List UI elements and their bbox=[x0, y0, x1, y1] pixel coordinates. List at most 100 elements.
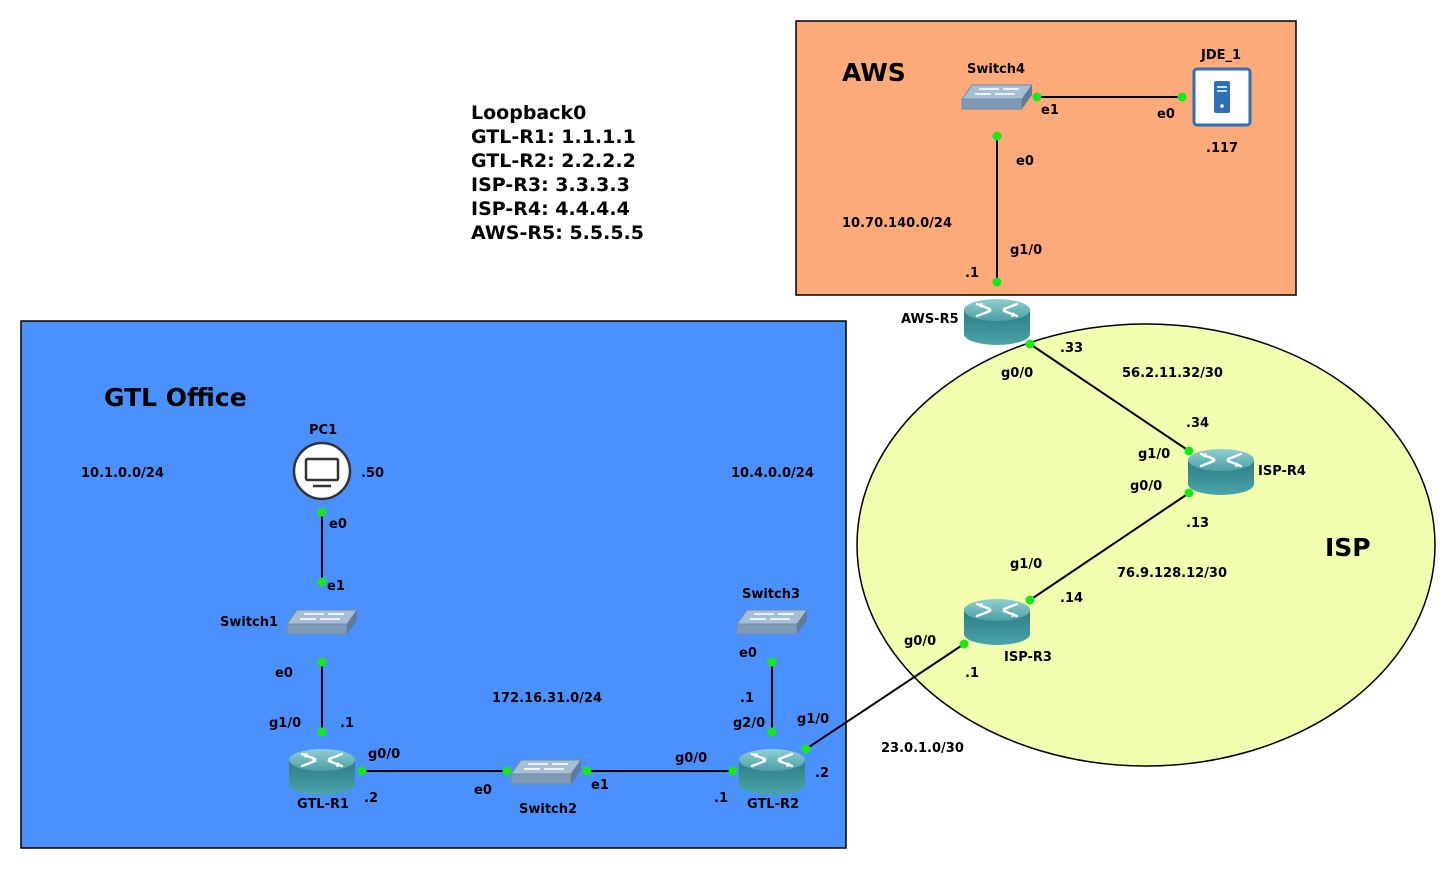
aws-r5-name: AWS-R5 bbox=[901, 312, 959, 327]
subnet-label: 10.4.0.0/24 bbox=[731, 466, 814, 481]
port-dot bbox=[317, 507, 327, 517]
interface-label: e1 bbox=[327, 579, 345, 594]
gtl-office-zone bbox=[20, 320, 847, 849]
port-dot bbox=[959, 639, 969, 649]
port-dot bbox=[317, 657, 327, 667]
address-label: .13 bbox=[1186, 516, 1209, 531]
address-label: .1 bbox=[714, 791, 728, 806]
port-dot bbox=[1184, 446, 1194, 456]
loopback-title: Loopback0 bbox=[471, 102, 586, 124]
loopback-line: ISP-R3: 3.3.3.3 bbox=[471, 174, 630, 196]
interface-label: e0 bbox=[275, 666, 293, 681]
port-dot bbox=[801, 744, 811, 754]
port-dot bbox=[728, 766, 738, 776]
loopback-line: GTL-R2: 2.2.2.2 bbox=[471, 150, 636, 172]
interface-label: e0 bbox=[1016, 154, 1034, 169]
address-label: .1 bbox=[340, 716, 354, 731]
switch4-switch-icon[interactable] bbox=[961, 84, 1033, 110]
jde-1-server-icon[interactable] bbox=[1192, 67, 1252, 127]
interface-label: g1/0 bbox=[1010, 243, 1042, 258]
switch1-switch-icon[interactable] bbox=[286, 609, 358, 635]
isp-zone bbox=[856, 323, 1436, 767]
port-dot bbox=[767, 727, 777, 737]
port-dots bbox=[317, 92, 1194, 776]
subnet-label: 56.2.11.32/30 bbox=[1122, 366, 1223, 381]
subnet-label: 172.16.31.0/24 bbox=[492, 691, 602, 706]
switch3-switch-icon[interactable] bbox=[736, 609, 808, 635]
link-isp-r4-aws-r5 bbox=[1029, 343, 1190, 452]
port-dot bbox=[767, 657, 777, 667]
loopback-legend: Loopback0 GTL-R1: 1.1.1.1 GTL-R2: 2.2.2.… bbox=[471, 102, 644, 244]
switch2-name: Switch2 bbox=[519, 802, 577, 817]
aws-r5-router-icon[interactable] bbox=[962, 297, 1032, 347]
interface-label: e0 bbox=[1157, 107, 1175, 122]
gtl-office-zone-label: GTL Office bbox=[104, 383, 247, 412]
interface-label: g0/0 bbox=[675, 751, 707, 766]
loopback-line: GTL-R1: 1.1.1.1 bbox=[471, 126, 636, 148]
address-label: .2 bbox=[364, 791, 378, 806]
isp-zone-label: ISP bbox=[1325, 533, 1371, 562]
port-dot bbox=[582, 766, 592, 776]
port-dot bbox=[1177, 92, 1187, 102]
address-label: .1 bbox=[965, 666, 979, 681]
address-label: .117 bbox=[1206, 141, 1238, 156]
gtl-r2-router-icon[interactable] bbox=[737, 747, 807, 797]
interface-label: g0/0 bbox=[1130, 479, 1162, 494]
interface-label: e0 bbox=[474, 783, 492, 798]
pc1-monitor-icon[interactable] bbox=[292, 441, 352, 501]
interface-label: g1/0 bbox=[269, 716, 301, 731]
port-dot bbox=[1025, 339, 1035, 349]
loopback-line: AWS-R5: 5.5.5.5 bbox=[471, 222, 644, 244]
interface-label: e1 bbox=[1041, 103, 1059, 118]
address-label: .1 bbox=[965, 266, 979, 281]
interface-label: g0/0 bbox=[904, 634, 936, 649]
interface-label: g1/0 bbox=[1138, 447, 1170, 462]
link-gtl-r2-isp-r3 bbox=[805, 643, 965, 750]
aws-zone-label: AWS bbox=[842, 58, 906, 87]
port-dot bbox=[357, 766, 367, 776]
isp-r3-router-icon[interactable] bbox=[962, 597, 1032, 647]
interface-label: e0 bbox=[329, 517, 347, 532]
isp-r3-name: ISP-R3 bbox=[1004, 650, 1052, 665]
interface-label: e1 bbox=[591, 778, 609, 793]
gtl-r2-name: GTL-R2 bbox=[747, 797, 799, 812]
pc1-name: PC1 bbox=[309, 423, 337, 438]
address-label: .50 bbox=[361, 466, 384, 481]
address-label: .2 bbox=[815, 766, 829, 781]
switch3-name: Switch3 bbox=[742, 587, 800, 602]
subnet-label: 10.1.0.0/24 bbox=[81, 466, 164, 481]
interface-label: e0 bbox=[739, 646, 757, 661]
interface-label: g2/0 bbox=[733, 716, 765, 731]
interface-label: g1/0 bbox=[797, 712, 829, 727]
switch4-name: Switch4 bbox=[967, 62, 1025, 77]
port-dot bbox=[992, 277, 1002, 287]
port-dot bbox=[992, 131, 1002, 141]
interface-label: g0/0 bbox=[368, 747, 400, 762]
interface-label: g0/0 bbox=[1001, 366, 1033, 381]
switch2-switch-icon[interactable] bbox=[510, 759, 582, 785]
port-dot bbox=[502, 766, 512, 776]
port-dot bbox=[317, 577, 327, 587]
port-dot bbox=[317, 727, 327, 737]
port-dot bbox=[1025, 595, 1035, 605]
switch1-name: Switch1 bbox=[220, 615, 278, 630]
links bbox=[321, 96, 1190, 772]
subnet-label: 23.0.1.0/30 bbox=[881, 741, 964, 756]
port-dot bbox=[1032, 92, 1042, 102]
subnet-label: 10.70.140.0/24 bbox=[842, 216, 952, 231]
address-label: .1 bbox=[740, 691, 754, 706]
gtl-r1-name: GTL-R1 bbox=[297, 797, 349, 812]
gtl-r1-router-icon[interactable] bbox=[287, 747, 357, 797]
loopback-line: ISP-R4: 4.4.4.4 bbox=[471, 198, 630, 220]
port-dot bbox=[1184, 488, 1194, 498]
interface-label: g1/0 bbox=[1010, 557, 1042, 572]
jde-1-name: JDE_1 bbox=[1200, 48, 1241, 63]
address-label: .14 bbox=[1060, 591, 1083, 606]
address-label: .34 bbox=[1186, 416, 1209, 431]
isp-r4-router-icon[interactable] bbox=[1186, 447, 1256, 497]
address-label: .33 bbox=[1060, 341, 1083, 356]
isp-r4-name: ISP-R4 bbox=[1258, 464, 1306, 479]
link-isp-r3-isp-r4 bbox=[1029, 492, 1190, 601]
subnet-label: 76.9.128.12/30 bbox=[1117, 566, 1227, 581]
